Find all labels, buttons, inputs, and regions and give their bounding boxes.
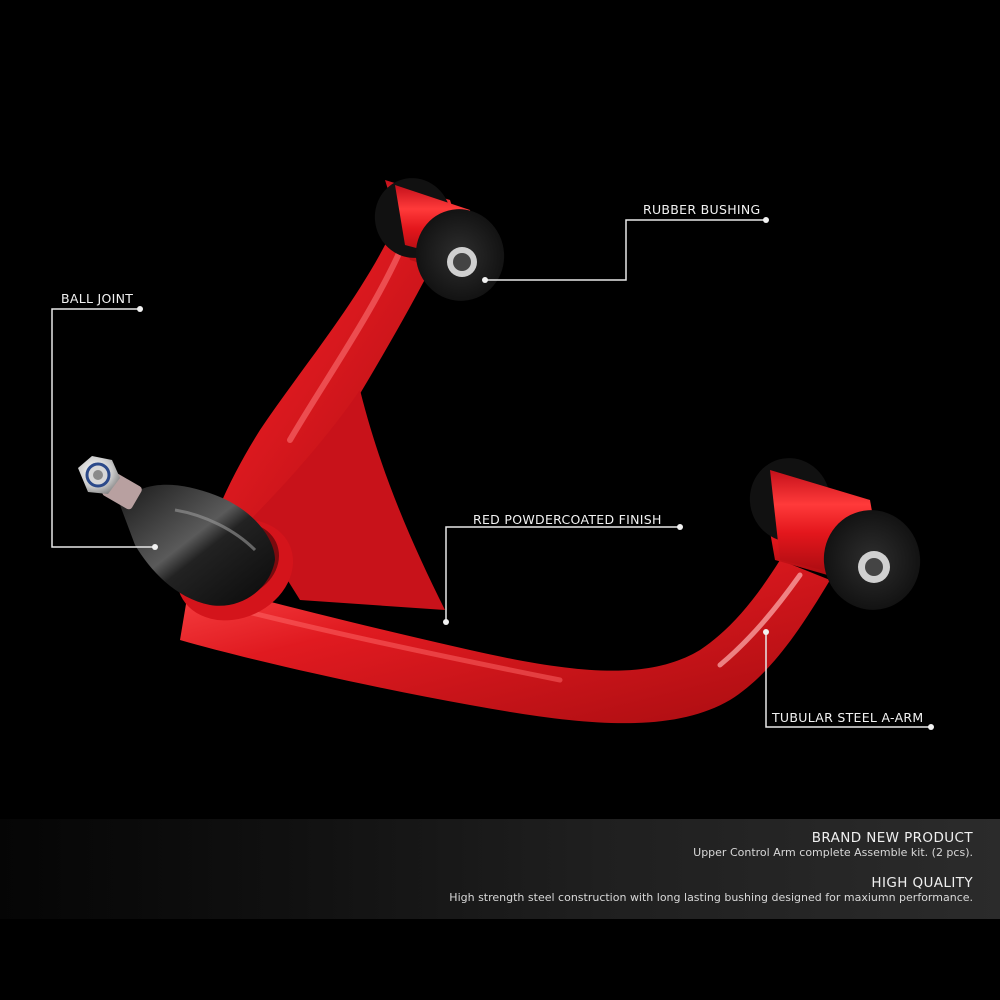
top-bushing — [374, 178, 505, 301]
callout-line-rubber-bushing — [485, 219, 766, 281]
callout-label-red-powdercoated-finish: RED POWDERCOATED FINISH — [473, 512, 662, 527]
info-title-high-quality: HIGH QUALITY — [871, 875, 973, 891]
info-desc-high-quality: High strength steel construction with lo… — [449, 891, 973, 904]
callout-label-tubular-steel-a-arm: TUBULAR STEEL A-ARM — [772, 710, 924, 725]
lower-arm-tube — [180, 560, 830, 724]
info-title-brand-new-product: BRAND NEW PRODUCT — [811, 830, 973, 846]
info-desc-brand-new-product: Upper Control Arm complete Assemble kit.… — [693, 846, 973, 859]
callout-lines — [51, 219, 931, 728]
callout-line-tubular-steel-a-arm — [765, 632, 931, 728]
callout-dots — [137, 217, 934, 730]
upper-arm-tube — [200, 225, 440, 585]
gusset-plate — [250, 390, 445, 610]
info-block-high-quality: HIGH QUALITY High strength steel constru… — [449, 875, 973, 905]
callout-line-ball-joint — [51, 308, 155, 548]
callout-line-red-powdercoated-finish — [445, 526, 680, 622]
product-info-bar: BRAND NEW PRODUCT Upper Control Arm comp… — [0, 819, 1000, 919]
info-block-brand-new: BRAND NEW PRODUCT Upper Control Arm comp… — [693, 830, 973, 860]
callout-label-ball-joint: BALL JOINT — [61, 291, 134, 306]
ball-joint — [78, 456, 275, 606]
callout-label-rubber-bushing: RUBBER BUSHING — [643, 202, 761, 217]
right-bushing — [749, 458, 921, 610]
